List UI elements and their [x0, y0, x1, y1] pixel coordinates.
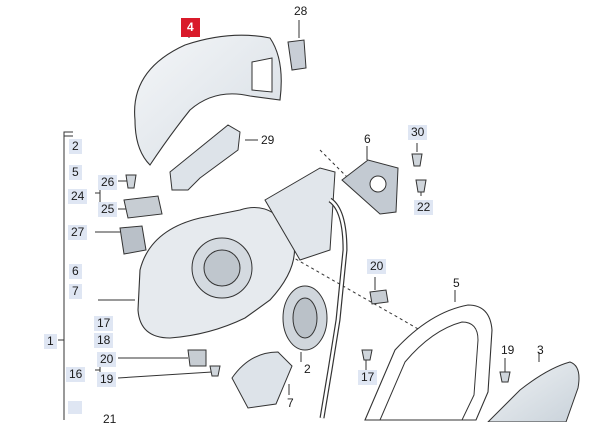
- motor-25-part: [123, 195, 163, 219]
- callout-18: 18: [94, 333, 114, 348]
- callout-2-mid: 2: [304, 362, 311, 376]
- callout-21: 21: [103, 412, 117, 424]
- turn-signal-6-part: [341, 159, 399, 215]
- mirror-glass-3-part: [487, 361, 580, 422]
- callout-29: 29: [261, 133, 275, 147]
- callout-27: 27: [68, 225, 88, 240]
- mirror-cap-part: [134, 34, 282, 166]
- callout-7-mid: 7: [287, 396, 294, 410]
- callout-24: 24: [68, 189, 88, 204]
- heating-element-5-part: [364, 304, 493, 421]
- bracket-line-main: [63, 131, 73, 420]
- blank-label-box: [68, 401, 82, 414]
- callout-17-mid: 17: [358, 370, 378, 385]
- connector-27-part: [119, 225, 147, 255]
- callout-4-highlight: 4: [181, 18, 200, 37]
- callout-28: 28: [294, 4, 308, 18]
- callout-2: 2: [69, 139, 82, 154]
- callout-16: 16: [66, 367, 86, 382]
- clip-28-part: [287, 39, 307, 71]
- callout-20: 20: [97, 352, 117, 367]
- callout-17: 17: [94, 316, 114, 331]
- cover-7-part: [231, 351, 293, 409]
- callout-26: 26: [98, 175, 118, 190]
- callout-6: 6: [364, 132, 371, 146]
- callout-7-left: 7: [69, 284, 82, 299]
- callout-19-right: 19: [501, 343, 515, 357]
- callout-22: 22: [414, 200, 434, 215]
- callout-25: 25: [98, 202, 118, 217]
- callout-19: 19: [97, 372, 117, 387]
- callout-5: 5: [69, 165, 82, 180]
- callout-5-right: 5: [453, 276, 460, 290]
- callout-1: 1: [44, 334, 57, 349]
- callout-6-left: 6: [69, 264, 82, 279]
- bracket-29-part: [169, 124, 241, 191]
- callout-3: 3: [537, 343, 544, 357]
- callout-20-right: 20: [367, 259, 387, 274]
- callout-30: 30: [408, 125, 428, 140]
